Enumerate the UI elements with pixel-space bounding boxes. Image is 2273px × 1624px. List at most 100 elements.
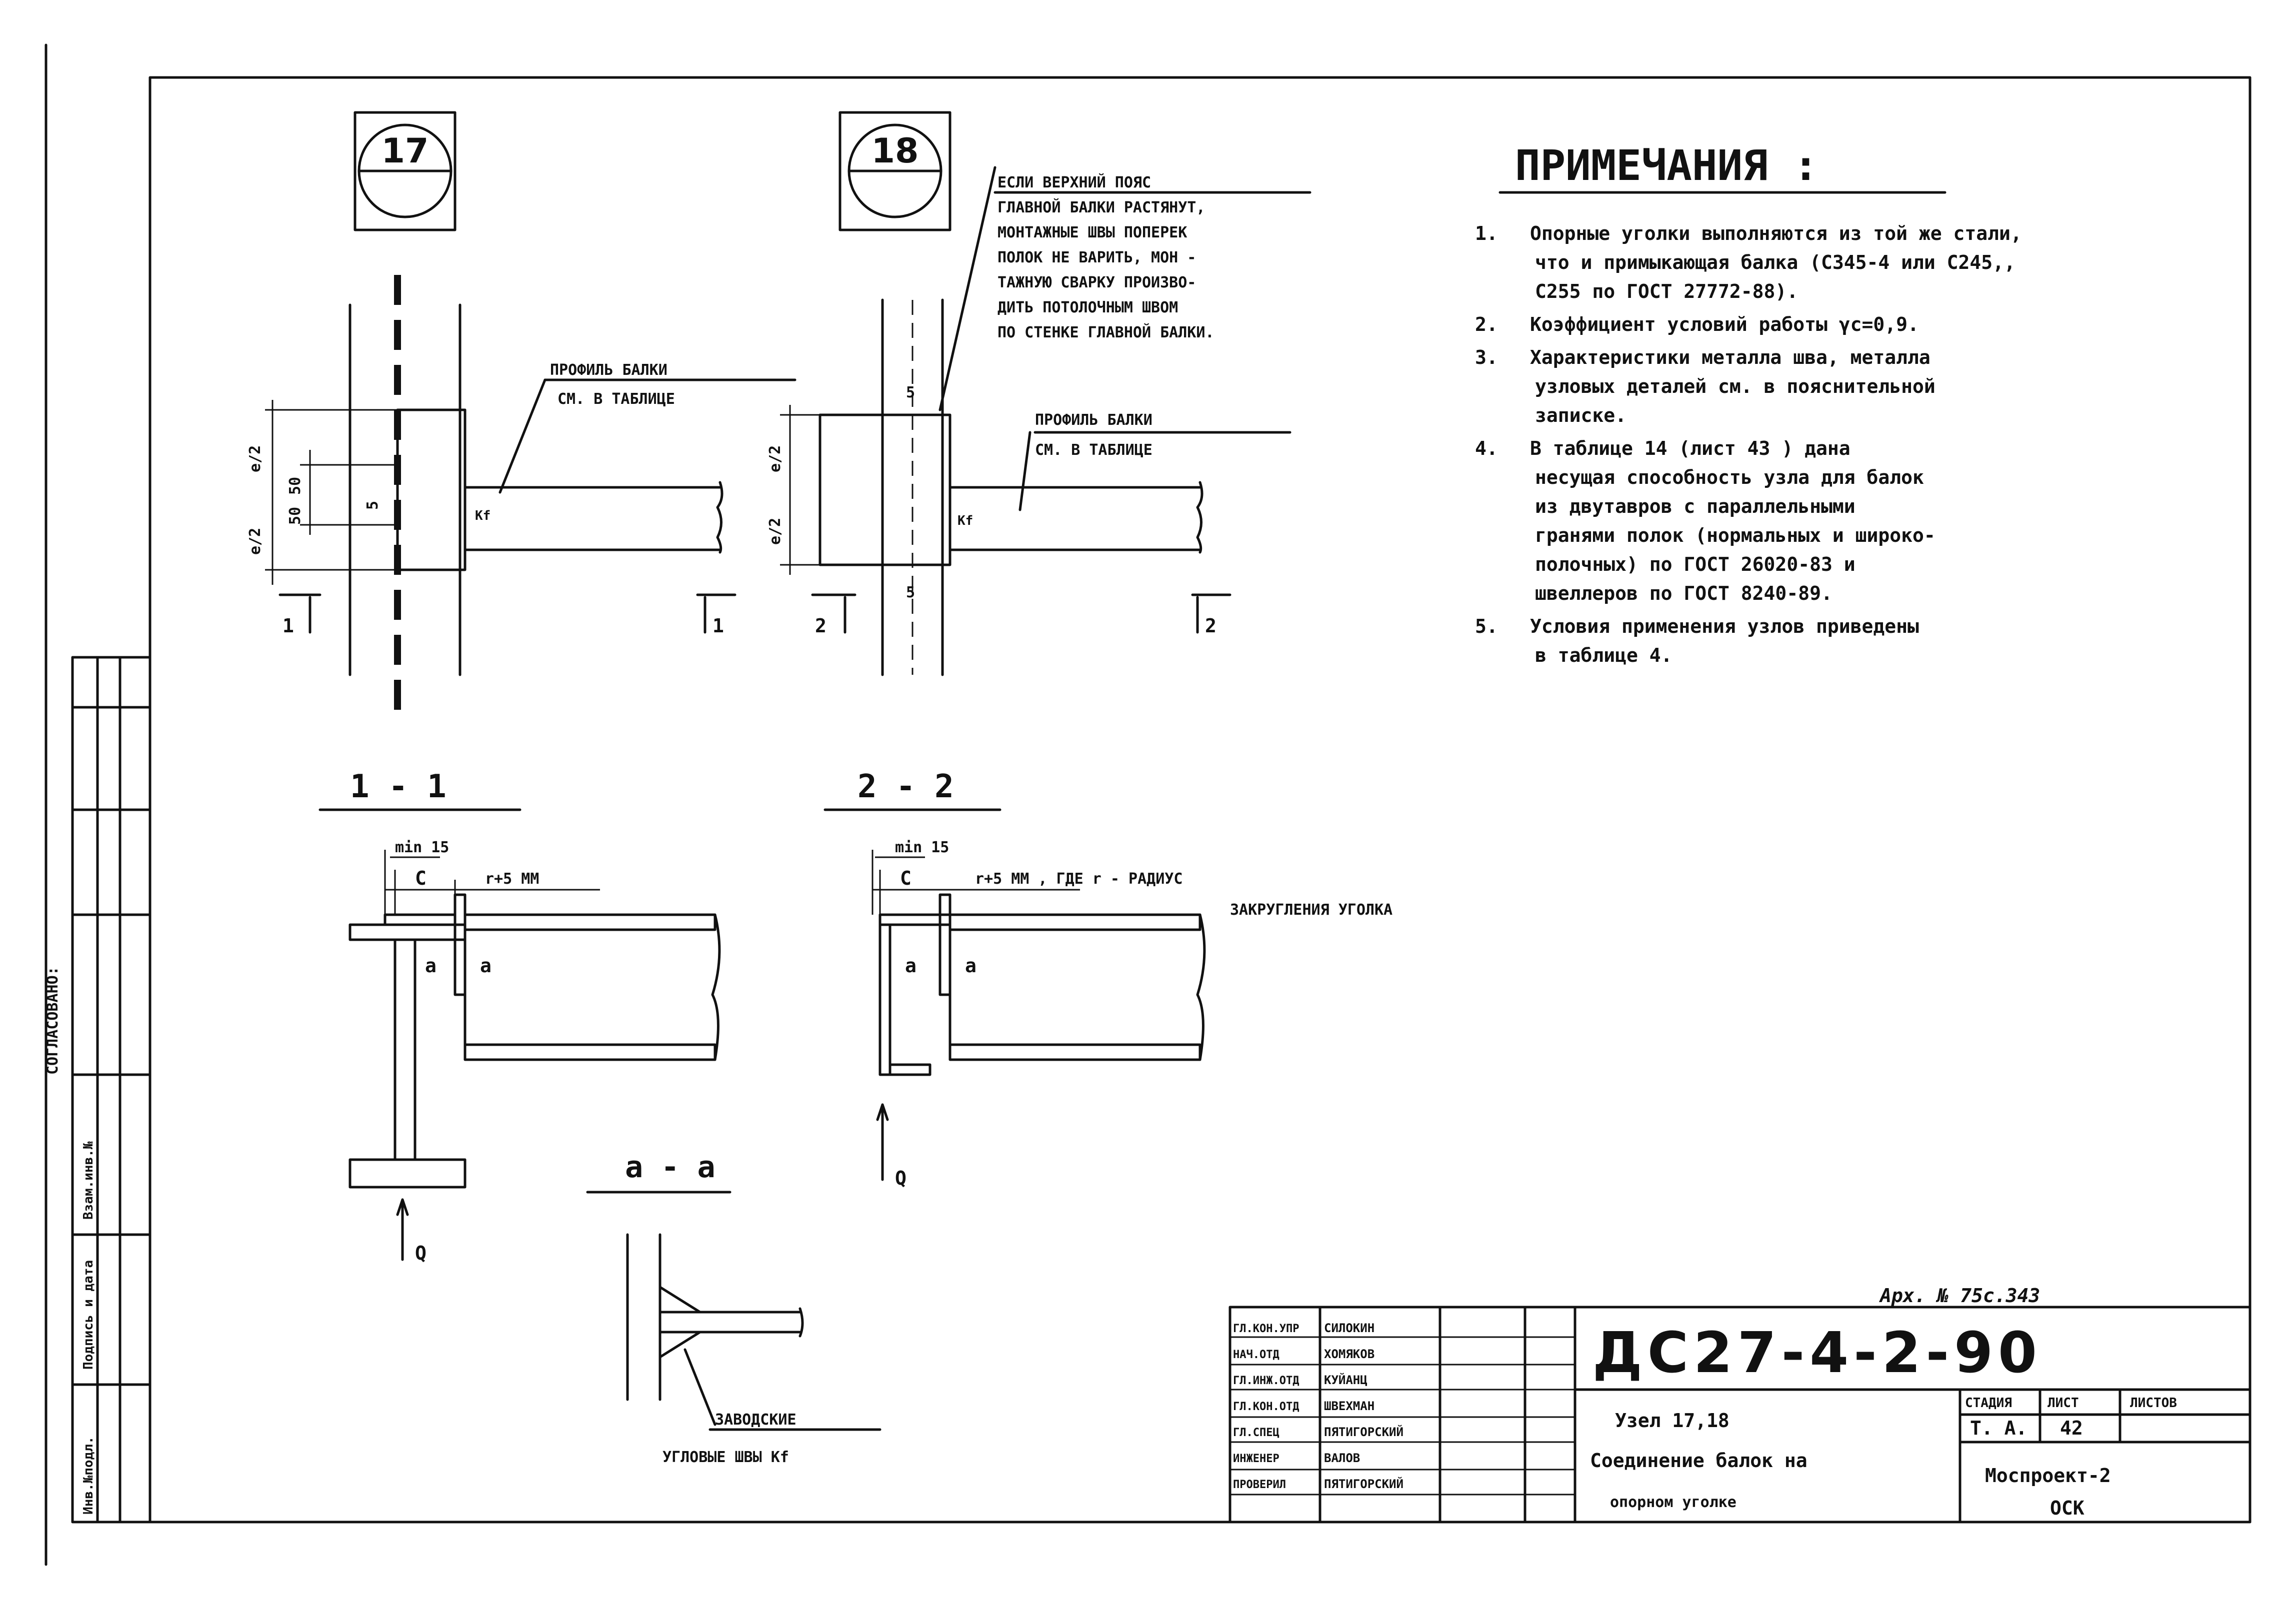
flange-note-l5: ТАЖНУЮ СВАРКУ ПРОИЗВО- xyxy=(998,274,1196,291)
node-17-marker: 17 xyxy=(354,111,456,231)
section-1-1-title: 1 - 1 xyxy=(350,768,446,805)
s11-r5: r+5 ММ xyxy=(485,870,539,888)
s22-a-left: а xyxy=(905,955,916,977)
note-line: что и примыкающая балка (С345-4 или С245… xyxy=(1535,251,2016,273)
note-line: гранями полок (нормальных и широко- xyxy=(1535,524,1936,546)
section-1-1: 1 - 1 min 15 С r+5 ММ а а Q xyxy=(318,768,721,1264)
staff-role: ГЛ.КОН.ОТД xyxy=(1233,1401,1299,1413)
section-a-a: а - а ЗАВОДСКИЕ УГЛОВЫЕ ШВЫ Kf xyxy=(586,1150,882,1466)
staff-role: ИНЖЕНЕР xyxy=(1233,1453,1280,1465)
profile-left-l1: ПРОФИЛЬ БАЛКИ xyxy=(550,361,668,379)
s22-a-right: а xyxy=(965,955,976,977)
side-stamp: СОГЛАСОВАНО: Инв.№подл. Подпись и дата В… xyxy=(44,656,152,1524)
note-number: 5. xyxy=(1475,615,1498,637)
drawing-code: ДС27-4-2-90 xyxy=(1592,1321,2042,1386)
note-line: швеллеров по ГОСТ 8240-89. xyxy=(1535,582,1832,604)
section-2-2: 2 - 2 min 15 С r+5 ММ , ГДЕ r - РАДИУС З… xyxy=(824,768,1392,1189)
staff-role: ГЛ.СПЕЦ xyxy=(1233,1427,1280,1439)
sheet-header: ЛИСТ xyxy=(2048,1396,2079,1411)
staff-role: НАЧ.ОТД xyxy=(1233,1349,1280,1361)
note-line: В таблице 14 (лист 43 ) дана xyxy=(1530,437,1850,459)
note-line: Характеристики металла шва, металла xyxy=(1530,346,1930,368)
dim-5-left: 5 xyxy=(364,501,382,510)
weld-label-l2: УГЛОВЫЕ ШВЫ Kf xyxy=(662,1449,789,1466)
section-2-2-title: 2 - 2 xyxy=(858,768,954,805)
note-line: в таблице 4. xyxy=(1535,644,1672,666)
profile-right-l1: ПРОФИЛЬ БАЛКИ xyxy=(1035,411,1152,429)
profile-right-l2: СМ. В ТАБЛИЦЕ xyxy=(1035,441,1152,459)
archive-number: Арх. № 75с.343 xyxy=(1878,1285,2040,1307)
title-block-staff: ГЛ.КОН.УПР СИЛОКИН НАЧ.ОТД ХОМЯКОВ ГЛ.ИНЖ.ОТ… xyxy=(1233,1321,1404,1491)
stamp-sign: Подпись и дата xyxy=(81,1260,96,1370)
note-line: Опорные уголки выполняются из той же ста… xyxy=(1530,222,2022,244)
staff-name: ПЯТИГОРСКИЙ xyxy=(1324,1477,1404,1491)
section-1-left: 1 xyxy=(282,615,294,637)
staff-name: ВАЛОВ xyxy=(1324,1451,1360,1465)
stage-header: СТАДИЯ xyxy=(1965,1396,2012,1411)
s11-q: Q xyxy=(415,1242,426,1264)
section-2-left: 2 xyxy=(815,615,826,637)
s22-min15: min 15 xyxy=(895,839,949,856)
staff-name: ХОМЯКОВ xyxy=(1324,1347,1374,1361)
flange-note-l3: МОНТАЖНЫЕ ШВЫ ПОПЕРЕК xyxy=(998,224,1187,241)
organization: Моспроект-2 xyxy=(1985,1465,2111,1487)
s22-q: Q xyxy=(895,1167,906,1189)
notes-list: 1. Опорные уголки выполняются из той же с… xyxy=(1475,222,2022,666)
note-number: 3. xyxy=(1475,346,1498,368)
note-line: узловых деталей см. в пояснительной xyxy=(1535,375,1936,397)
notes-block: ПРИМЕЧАНИЯ : 1. Опорные уголки выполняютс… xyxy=(1475,141,2022,666)
note-number: 1. xyxy=(1475,222,1498,244)
organization-dept: ОСК xyxy=(2050,1497,2084,1519)
node-18-number: 18 xyxy=(872,131,919,171)
node-18-plan: е/2 е/2 5 5 Kf ПРОФИЛЬ БАЛКИ СМ. В ТАБЛИ… xyxy=(766,166,1292,676)
s22-r5: r+5 ММ , ГДЕ r - РАДИУС xyxy=(975,870,1182,888)
staff-name: СИЛОКИН xyxy=(1324,1321,1374,1335)
flange-callout: ЕСЛИ ВЕРХНИЙ ПОЯС ГЛАВНОЙ БАЛКИ РАСТЯНУТ… xyxy=(994,173,1312,341)
title-block: ГЛ.КОН.УПР СИЛОКИН НАЧ.ОТД ХОМЯКОВ ГЛ.ИНЖ.ОТ… xyxy=(1228,1306,2252,1524)
agreed-label: СОГЛАСОВАНО: xyxy=(44,966,62,1075)
s11-a-right: а xyxy=(480,955,492,977)
staff-role: ПРОВЕРИЛ xyxy=(1233,1479,1286,1491)
drawing-title-3: опорном уголке xyxy=(1610,1494,1736,1511)
note-line: Коэффициент условий работы γс=0,9. xyxy=(1530,313,1919,335)
s11-min15: min 15 xyxy=(395,839,449,856)
staff-role: ГЛ.ИНЖ.ОТД xyxy=(1233,1375,1299,1387)
note-number: 4. xyxy=(1475,437,1498,459)
staff-name: ШВЕХМАН xyxy=(1324,1399,1374,1413)
drawing-title-2: Соединение балок на xyxy=(1590,1450,1808,1472)
section-2-right: 2 xyxy=(1205,615,1216,637)
node-18-marker: 18 xyxy=(838,111,952,231)
dim-e2-lower: е/2 xyxy=(246,528,264,555)
drawing-title-1: Узел 17,18 xyxy=(1615,1410,1730,1432)
flange-note-l6: ДИТЬ ПОТОЛОЧНЫМ ШВОМ xyxy=(998,299,1178,316)
dim-5-top: 5 xyxy=(906,384,915,401)
dim-e2-right-lower: е/2 xyxy=(766,518,784,545)
note-line: полочных) по ГОСТ 26020-83 и xyxy=(1535,553,1856,575)
dim-5-bottom: 5 xyxy=(906,584,915,601)
sheet-value: 42 xyxy=(2060,1417,2083,1439)
s11-a-left: а xyxy=(425,955,436,977)
dim-e2-right-upper: е/2 xyxy=(766,445,784,472)
kf-right: Kf xyxy=(958,513,973,528)
stamp-vzam: Взам.инв.№ xyxy=(81,1141,96,1220)
dim-e2-upper: е/2 xyxy=(246,445,264,472)
stamp-inv: Инв.№подл. xyxy=(81,1436,96,1515)
dim-50-upper: 50 xyxy=(286,477,304,495)
staff-name: КУЙАНЦ xyxy=(1324,1373,1368,1387)
section-a-a-title: а - а xyxy=(625,1150,716,1185)
notes-title: ПРИМЕЧАНИЯ : xyxy=(1515,141,1818,190)
s11-c: С xyxy=(415,867,426,889)
staff-name: ПЯТИГОРСКИЙ xyxy=(1324,1425,1404,1439)
flange-note-l1: ЕСЛИ ВЕРХНИЙ ПОЯС xyxy=(998,173,1151,191)
flange-note-l2: ГЛАВНОЙ БАЛКИ РАСТЯНУТ, xyxy=(998,198,1205,216)
staff-role: ГЛ.КОН.УПР xyxy=(1233,1323,1299,1335)
profile-left-l2: СМ. В ТАБЛИЦЕ xyxy=(558,390,675,408)
node-17-number: 17 xyxy=(382,131,429,171)
s22-c: С xyxy=(900,867,912,889)
note-line: Условия применения узлов приведены xyxy=(1530,615,1919,637)
note-number: 2. xyxy=(1475,313,1498,335)
note-line: записке. xyxy=(1535,404,1626,426)
section-1-right: 1 xyxy=(712,615,724,637)
note-line: из двутавров с параллельными xyxy=(1535,495,1856,517)
